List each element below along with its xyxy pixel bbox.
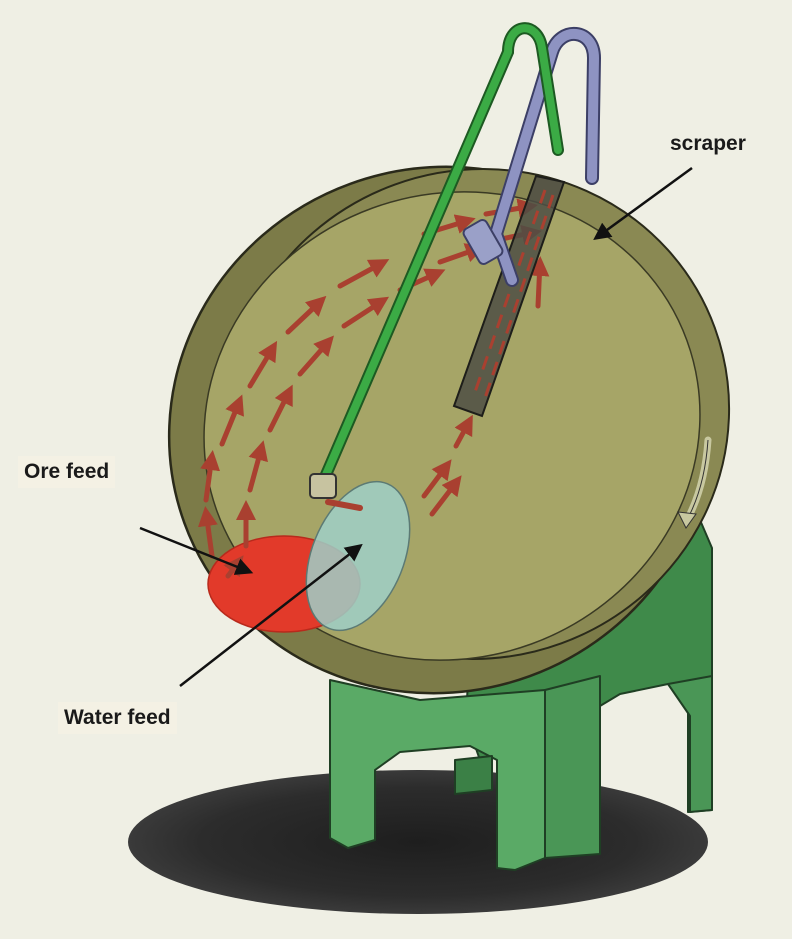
flow-arrow-icon: [219, 394, 244, 447]
water-nozzle: [309, 473, 337, 499]
scraper-flow-line: [483, 194, 555, 399]
flow-arrow-icon: [297, 335, 334, 377]
rotation-arrow-icon: [677, 436, 712, 529]
flow-arrow-icon: [247, 440, 268, 493]
ore-feed-label: Ore feed: [18, 456, 116, 488]
stand-back-leg: [454, 755, 493, 795]
scraper: [452, 174, 566, 418]
scraper-clamp: [462, 219, 504, 265]
callout-arrows: [139, 166, 693, 687]
water-feed-label: Water feed: [58, 702, 177, 734]
flow-arrow-icon: [453, 414, 473, 449]
scraper-pipe: [462, 27, 602, 287]
flow-arrow-icon: [429, 475, 462, 517]
flow-arrow-icon: [285, 295, 327, 335]
flow-arrow-icon: [200, 450, 221, 503]
stand-front-leg-right: [544, 675, 601, 859]
flow-arrow-icon: [247, 340, 278, 389]
flow-arrow-icon: [341, 296, 390, 329]
flow-arrow-icon: [421, 459, 452, 499]
callout-arrow-icon: [593, 166, 693, 241]
stand-right-leg: [667, 675, 713, 813]
scraper-label: scraper: [670, 132, 746, 155]
callout-arrow-icon: [139, 526, 254, 575]
flow-arrow-icon: [337, 259, 390, 289]
flow-arrow-icon: [529, 256, 550, 309]
water-spray: [325, 499, 363, 511]
ground-shadow: [128, 770, 708, 914]
scraper-flow-line: [473, 189, 547, 393]
water-pipe: [309, 22, 564, 511]
callout-arrow-icon: [179, 543, 363, 687]
flow-arrow-icon: [267, 384, 293, 433]
flow-arrow-icon: [197, 506, 218, 559]
